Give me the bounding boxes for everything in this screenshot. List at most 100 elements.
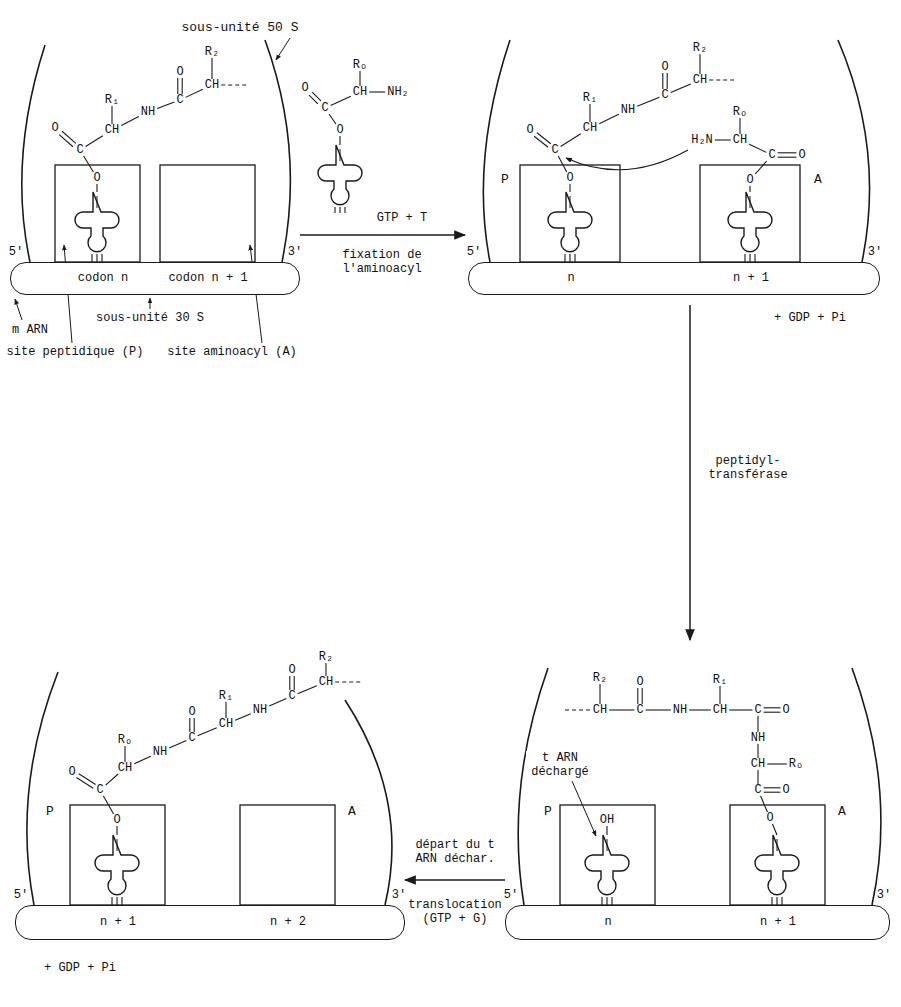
strand-end-label: 3': [868, 245, 882, 259]
ribosome-site: [560, 805, 655, 905]
mrna-band: n n + 1: [505, 905, 890, 940]
single-bond: [86, 136, 103, 147]
atom-label: O: [566, 171, 573, 185]
atom-label: O: [176, 65, 183, 79]
double-bond: [79, 774, 96, 785]
site-letter: A: [348, 805, 356, 819]
atom-label: R₁: [105, 93, 119, 107]
site-letter: A: [814, 173, 822, 187]
codon-pairing-tick: [771, 897, 772, 905]
atom-label: NH: [253, 703, 267, 717]
mrna-band: n + 1n + 2: [15, 905, 405, 940]
ribosome-outline: [27, 672, 58, 905]
single-bond: [111, 106, 112, 124]
single-bond: [761, 796, 768, 812]
atom-label: O: [782, 703, 789, 717]
codon-pairing-tick: [339, 207, 340, 213]
atom-label: Rₒ: [353, 58, 367, 72]
single-bond: [719, 686, 720, 704]
codon-pairing-tick: [116, 897, 117, 905]
annotation-label: + GDP + Pi: [774, 311, 846, 325]
codon-label: n + 1: [760, 915, 796, 929]
double-bond: [294, 676, 295, 690]
annotation-label: site aminoacyl (A): [167, 345, 297, 359]
single-bond: [198, 728, 217, 736]
double-bond: [62, 131, 76, 143]
single-bond: [757, 770, 758, 784]
annotation-label: GTP + T: [377, 211, 427, 225]
single-bond: [739, 118, 740, 134]
single-bond: [169, 740, 186, 748]
process-arrow: [689, 305, 691, 640]
atom-label: O: [301, 81, 308, 95]
single-bond: [121, 117, 139, 126]
site-letter: A: [838, 805, 846, 819]
codon-pairing-tick: [749, 254, 750, 262]
single-bond: [235, 714, 251, 720]
subunit-label: sous-unité 50 S: [181, 21, 298, 35]
ribosome-outline: [345, 700, 392, 905]
annotation-label: sous-unité 30 S: [96, 311, 204, 325]
leader-line: [150, 298, 151, 309]
arrow-label: départ du t ARN déchar.: [405, 838, 505, 866]
single-bond: [606, 826, 607, 835]
trna-stem: [117, 839, 118, 851]
ribosome-site: [700, 165, 800, 262]
single-bond: [589, 104, 590, 122]
single-bond: [558, 156, 567, 172]
atom-label: NH: [141, 105, 155, 119]
atom-label: C: [288, 689, 295, 703]
atom-label: NH: [153, 745, 167, 759]
strand-end-label: 5': [14, 888, 28, 902]
atom-label: C: [76, 143, 83, 157]
atom-label: Rₒ: [789, 757, 803, 771]
atom-label: C: [636, 703, 643, 717]
double-bond: [182, 78, 183, 94]
annotation-label: translocation (GTP + G): [405, 898, 505, 926]
mrna-band: nn + 1: [468, 262, 880, 295]
double-bond: [194, 718, 195, 732]
double-bond: [662, 73, 663, 89]
atom-label: CH: [593, 703, 607, 717]
double-bond: [764, 707, 781, 708]
atom-label: O: [188, 705, 195, 719]
atom-label: R₁: [583, 91, 597, 105]
codon-pairing-tick: [574, 254, 575, 262]
atom-label: R₂: [593, 671, 607, 685]
leader-line: [572, 781, 596, 836]
ribosome-site: [160, 165, 255, 262]
single-bond: [157, 102, 174, 108]
single-bond: [269, 698, 286, 706]
annotation-label: t ARN déchargé: [526, 751, 594, 779]
atom-label: O: [68, 765, 75, 779]
codon-pairing-tick: [96, 254, 97, 262]
ribosome-outline: [265, 40, 290, 262]
single-bond: [96, 184, 97, 192]
codon-label: n: [604, 915, 611, 929]
codon-pairing-tick: [776, 897, 777, 905]
atom-label: C: [321, 101, 328, 115]
atom-label: C: [768, 148, 775, 162]
double-bond: [537, 133, 551, 144]
single-bond: [369, 91, 385, 92]
single-bond: [298, 686, 317, 694]
single-bond: [561, 134, 581, 147]
chain-continuation: [709, 79, 736, 80]
strand-end-label: 5': [504, 888, 518, 902]
double-bond: [667, 73, 668, 89]
single-bond: [757, 716, 758, 732]
trna-cloverleaf: [95, 835, 139, 895]
trna-stem: [777, 839, 778, 851]
single-bond: [729, 709, 752, 710]
atom-label: O: [526, 123, 533, 137]
single-bond: [637, 97, 659, 106]
codon-pairing-tick: [334, 207, 335, 213]
atom-label: C: [188, 731, 195, 745]
site-letter: P: [544, 805, 552, 819]
trna-cloverleaf: [728, 192, 772, 252]
atom-label: O: [746, 173, 753, 187]
ribosome-site: [520, 165, 620, 262]
codon-pairing-tick: [744, 254, 745, 262]
strand-end-label: 3': [288, 245, 302, 259]
atom-label: C: [754, 703, 761, 717]
